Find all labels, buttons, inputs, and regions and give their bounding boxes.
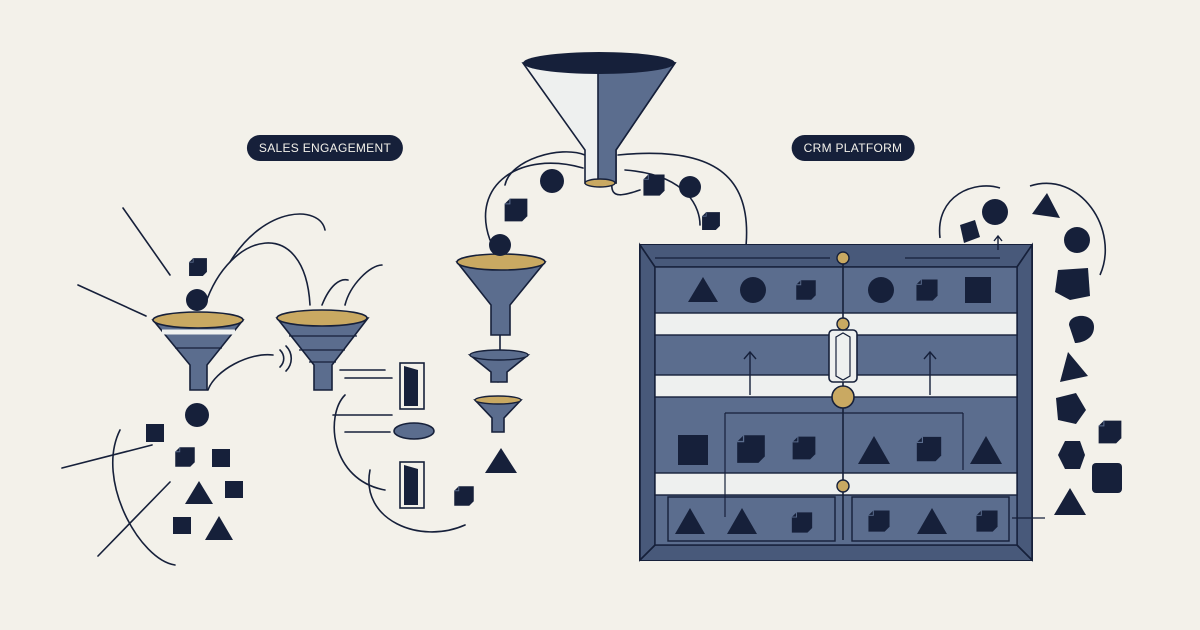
door-icon <box>399 362 425 410</box>
triangle-shape <box>205 516 233 540</box>
cube-shape <box>642 173 666 197</box>
square-shape <box>225 481 243 498</box>
cube-shape <box>736 434 766 464</box>
cube-shape <box>504 198 528 222</box>
lead-shapes <box>146 257 243 540</box>
crm-platform-label: CRM PLATFORM <box>791 135 915 161</box>
node-dot <box>836 251 850 265</box>
circle-shape <box>185 403 209 427</box>
cube-shape <box>975 509 999 533</box>
cube-shape <box>701 211 721 231</box>
connector-curve <box>368 469 466 533</box>
connector-curve <box>204 242 311 306</box>
cube-shape <box>915 278 939 302</box>
funnel-icon <box>151 311 245 391</box>
sales-engagement-area <box>61 207 466 566</box>
board-band <box>654 472 1018 496</box>
pentagon-shape <box>1056 393 1086 424</box>
arrow-up-icon <box>743 350 757 395</box>
circle-shape <box>489 234 511 256</box>
funnel-icon <box>467 349 531 383</box>
circle-shape <box>540 169 564 193</box>
connector-curve <box>321 278 349 306</box>
signal-arcs <box>285 345 293 372</box>
circle-shape <box>868 277 894 303</box>
hexagon-shape <box>1058 441 1085 469</box>
circle-shape <box>186 289 208 311</box>
square-shape <box>678 435 708 465</box>
cube-shape <box>174 446 196 468</box>
connector-curve <box>111 429 176 566</box>
node-dot <box>836 479 850 493</box>
capsule-shape <box>393 422 435 440</box>
triangle-shape <box>688 277 718 302</box>
circle-shape <box>679 176 701 198</box>
crm-board <box>639 242 1045 562</box>
triangle-shape <box>1060 352 1088 382</box>
triangle-shape <box>970 436 1002 464</box>
cube-shape <box>795 279 817 301</box>
square-shape <box>146 424 164 442</box>
cube-shape <box>791 511 813 534</box>
square-shape <box>212 449 230 467</box>
connector-line <box>61 444 153 469</box>
circle-shape <box>740 277 766 303</box>
circle-shape <box>982 199 1008 225</box>
cube-shape <box>453 485 475 507</box>
cube-shape <box>792 436 816 460</box>
connector-curve <box>207 353 274 391</box>
connector-line <box>77 284 147 317</box>
arrow-up-icon <box>993 234 1003 250</box>
door-icon <box>399 461 425 509</box>
cube-shape <box>1098 420 1122 444</box>
funnel-icon <box>275 309 370 391</box>
connector-curve <box>938 185 1001 239</box>
triangle-shape <box>1054 488 1086 515</box>
sales-engagement-label: SALES ENGAGEMENT <box>246 135 404 161</box>
cube-shape <box>188 257 208 277</box>
triangle-shape <box>185 481 213 504</box>
connector-line <box>97 481 171 557</box>
output-area <box>938 182 1122 515</box>
arrow-up-icon <box>923 350 937 395</box>
triangle-shape <box>727 508 757 534</box>
square-shape <box>173 517 191 534</box>
cube-shape <box>867 509 891 533</box>
connector-curve <box>333 394 386 491</box>
square-shape <box>965 277 991 303</box>
signal-arcs <box>279 349 285 368</box>
drop-shape <box>1069 315 1094 343</box>
funnel-icon <box>521 52 677 188</box>
pentagon-shape <box>1055 268 1090 300</box>
triangle-shape <box>675 508 705 534</box>
triangle-shape <box>858 436 890 464</box>
funnel-icon <box>473 395 523 433</box>
cube-shape <box>916 436 942 462</box>
node-dot <box>836 317 850 331</box>
connector-curve <box>611 182 641 196</box>
connector-curve <box>229 213 326 263</box>
connector-curve <box>617 152 748 256</box>
connector-line <box>122 207 171 276</box>
funnel-icon <box>455 253 547 336</box>
connector-curve <box>504 151 586 186</box>
triangle-shape <box>1032 193 1060 218</box>
triangle-shape <box>485 448 517 473</box>
connector-curve <box>1029 182 1106 276</box>
connector-curve <box>344 264 383 306</box>
node-dot <box>831 385 855 409</box>
connector-curve <box>484 162 584 241</box>
circle-shape <box>1064 227 1090 253</box>
square-shape <box>1092 463 1122 493</box>
triangle-shape <box>917 508 947 534</box>
square-shape <box>960 220 980 243</box>
pipeline-shapes <box>453 169 721 507</box>
